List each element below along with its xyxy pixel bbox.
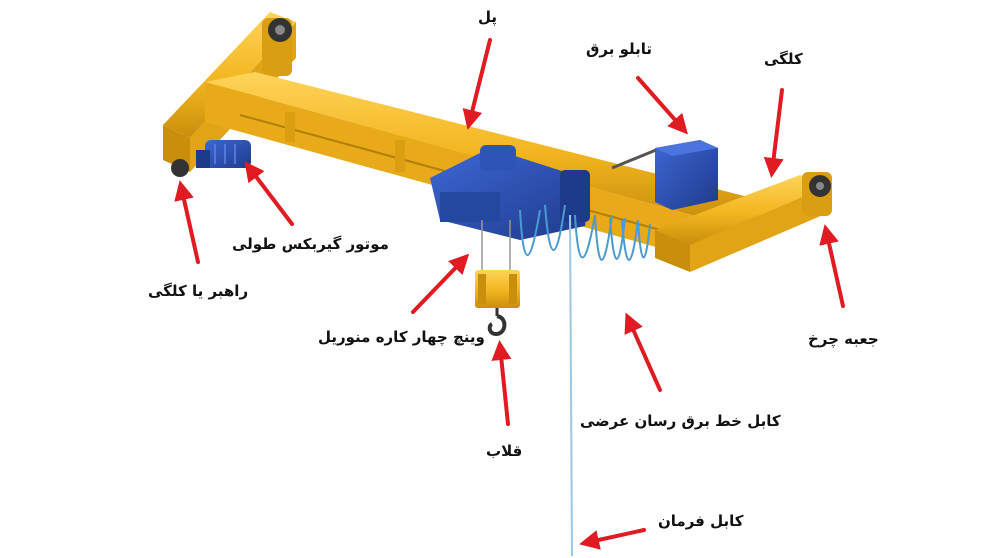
- annotation-arrows: [174, 38, 845, 550]
- label-end-carriage-right: کلگی: [764, 50, 803, 68]
- label-rail-or-end-carriage: راهبر یا کلگی: [148, 282, 249, 300]
- right-end-carriage: [655, 172, 832, 272]
- arrow-end-carriage-right: [763, 88, 784, 178]
- hook-block: [475, 270, 520, 337]
- label-wheel-box: جعبه چرخ: [808, 330, 879, 348]
- arrow-bridge: [462, 38, 492, 130]
- arrow-panel: [636, 76, 688, 135]
- label-monorail-hoist: وینچ چهار کاره منوریل: [318, 328, 485, 346]
- left-end-carriage: [163, 12, 296, 177]
- hoist-trolley: [430, 145, 590, 240]
- arrow-hoist: [411, 253, 470, 314]
- festoon-cable: [519, 204, 651, 261]
- label-electric-panel: تابلو برق: [586, 40, 653, 58]
- label-pendant-cable: کابل فرمان: [658, 512, 744, 530]
- hook-icon: [487, 314, 507, 337]
- arrow-wheel-box: [819, 224, 845, 308]
- gear-motor: [196, 140, 251, 168]
- arrow-festoon: [624, 312, 662, 392]
- label-festoon-cable: کابل خط برق رسان عرضی: [580, 412, 781, 430]
- label-gear-motor: موتور گیربکس طولی: [232, 235, 389, 253]
- arrow-gear-motor: [244, 161, 294, 226]
- pendant-cable: [569, 214, 573, 557]
- label-bridge: پل: [478, 8, 498, 26]
- wheel-icon: [171, 159, 189, 177]
- arrow-pendant: [579, 528, 646, 550]
- hoist-ropes: [481, 220, 511, 272]
- arrow-rail: [174, 180, 200, 264]
- arrow-hook: [491, 340, 512, 426]
- electric-panel: [611, 140, 718, 210]
- label-hook: قلاب: [486, 442, 523, 460]
